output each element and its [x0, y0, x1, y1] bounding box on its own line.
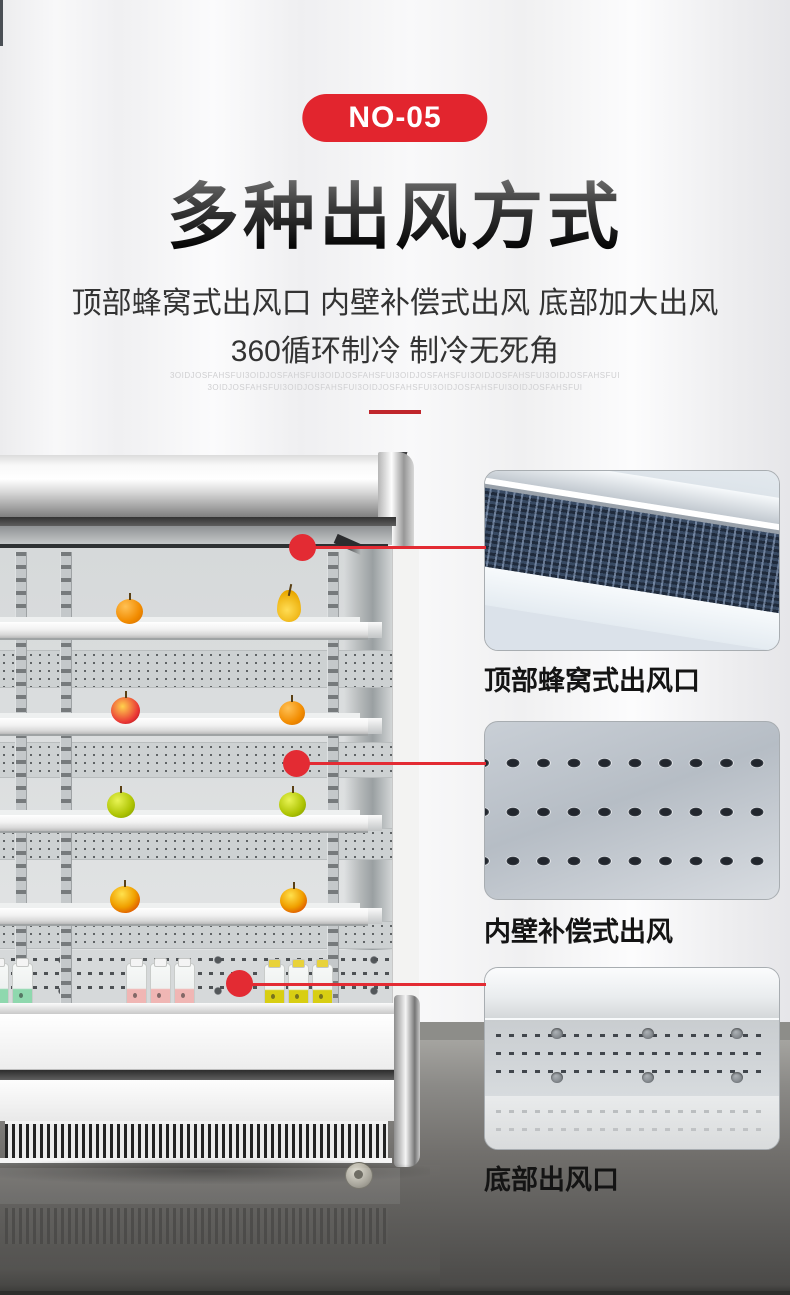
bottle	[312, 959, 333, 1010]
bottle	[264, 959, 285, 1010]
fruit-red-apple	[111, 691, 140, 724]
page-title: 多种出风方式	[0, 158, 790, 263]
detail-panel-top-honeycomb	[484, 470, 780, 651]
fruit-yellow-red-apple	[280, 882, 307, 913]
honeycomb-macro-photo	[485, 471, 779, 650]
fridge-canopy	[0, 455, 412, 518]
floor-bottom-edge	[0, 1291, 790, 1295]
watermark-line-1: 3OIDJOSFAHSFUI3OIDJOSFAHSFUI3OIDJOSFAHSF…	[169, 371, 621, 380]
shelf-3	[0, 810, 382, 833]
shelf-standard	[15, 552, 27, 1007]
base-bottom-edge	[0, 1158, 392, 1165]
callout-label-bottom-outlet: 底部出风口	[484, 1165, 619, 1195]
callout-dot-3	[226, 970, 253, 997]
exterior-right-panel	[392, 548, 419, 1008]
detail-panel-inner-wall-outlet	[484, 721, 780, 900]
callout-label-inner-wall: 内壁补偿式出风	[484, 917, 673, 947]
right-chrome-pillar	[394, 995, 420, 1167]
corner-artifact	[0, 0, 3, 46]
red-divider	[369, 410, 421, 414]
fruit-orange	[116, 593, 143, 624]
top-honeycomb-air-slot	[0, 544, 388, 548]
front-panel-upper	[0, 1014, 400, 1070]
front-dark-stripe	[0, 1070, 398, 1080]
bottle-group-pink	[126, 958, 195, 1009]
model-badge: NO-05	[302, 94, 488, 142]
shelf-standard	[327, 552, 339, 1007]
shelf-2	[0, 713, 382, 736]
detail-panel-bottom-outlet	[484, 967, 780, 1150]
fruit-green-apple	[279, 786, 306, 817]
callout-line-3	[240, 983, 486, 986]
bottle	[150, 958, 171, 1009]
shelf-standard	[60, 552, 72, 1007]
front-panel-lower	[0, 1080, 396, 1121]
shelf-1	[0, 617, 382, 640]
canopy-underside	[0, 517, 396, 526]
bottle	[174, 958, 195, 1009]
bottom-outlet-perforated-band	[485, 1020, 779, 1096]
callout-dot-2	[283, 750, 310, 777]
fruit-pear	[277, 590, 301, 622]
subtitle-line-1: 顶部蜂窝式出风口 内壁补偿式出风 底部加大出风	[71, 287, 719, 320]
bottle-group-yellow	[264, 959, 333, 1010]
bottom-outlet-top-band	[485, 968, 779, 1020]
callout-dot-1	[289, 534, 316, 561]
callout-label-top-honeycomb: 顶部蜂窝式出风口	[484, 666, 700, 696]
bottom-deck-edge	[0, 1003, 404, 1014]
shelf-4	[0, 903, 382, 926]
fruit-yellow-red-apple	[110, 880, 140, 913]
callout-line-1	[303, 546, 486, 549]
bottom-outlet-reflection	[485, 1096, 779, 1149]
fruit-green-apple	[107, 786, 135, 818]
bottle	[126, 958, 147, 1009]
watermark-line-2: 3OIDJOSFAHSFUI3OIDJOSFAHSFUI3OIDJOSFAHSF…	[207, 383, 583, 392]
callout-line-2	[297, 762, 486, 765]
reflection-fade	[0, 1165, 440, 1295]
subtitle-line-2: 360循环制冷 制冷无死角	[230, 335, 560, 368]
fruit-orange	[279, 695, 305, 725]
